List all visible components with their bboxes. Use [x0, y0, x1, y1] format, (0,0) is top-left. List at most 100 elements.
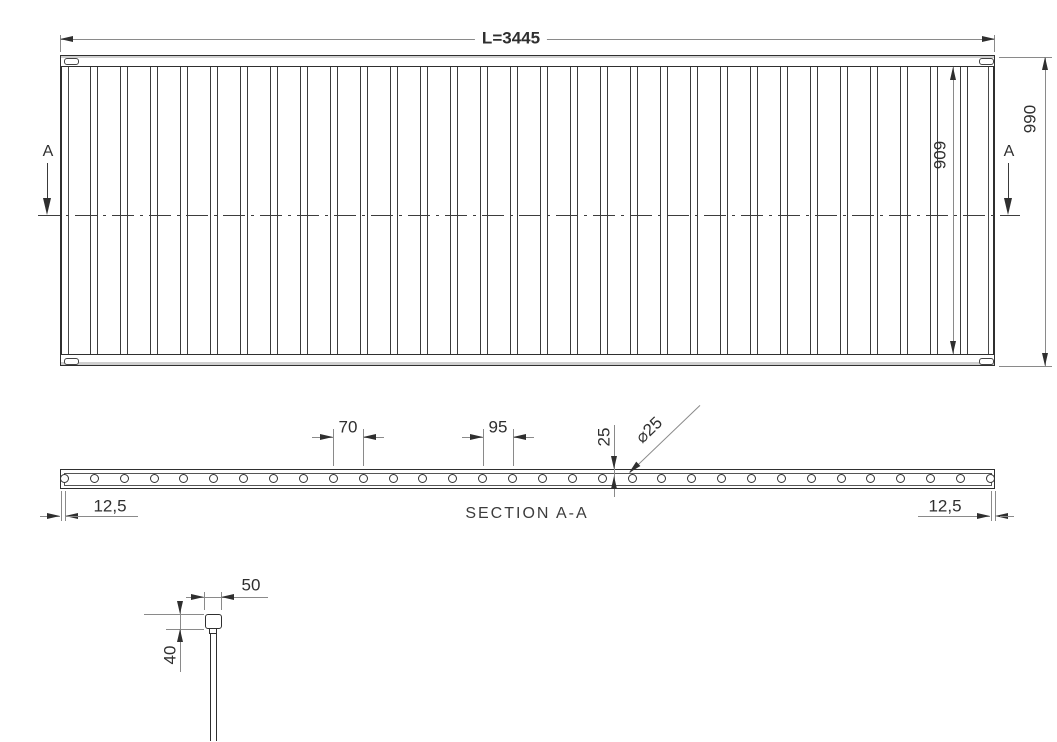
- roller-circle: [896, 474, 906, 483]
- rail-slot: [64, 58, 79, 65]
- section-marker-line: [1008, 163, 1009, 198]
- roller-line: [240, 67, 248, 354]
- roller-circle: [537, 474, 547, 483]
- roller-line: [780, 67, 788, 354]
- roller-circle: [627, 474, 637, 483]
- roller-line: [90, 67, 98, 354]
- roller-circle: [149, 474, 159, 483]
- roller-circle: [209, 474, 219, 483]
- roller-line: [810, 67, 818, 354]
- rail-slot: [979, 358, 994, 365]
- roller-circle: [179, 474, 189, 483]
- dim-cap-width-label: 50: [241, 575, 261, 595]
- roller-circle: [328, 474, 338, 483]
- dim-arrow-icon: [982, 36, 995, 42]
- section-rollers: [60, 469, 995, 489]
- dim-arrow-icon: [1042, 353, 1048, 366]
- roller-line: [870, 67, 878, 354]
- dim-overall-length-label: L=3445: [474, 29, 548, 47]
- roller-circle: [89, 474, 99, 483]
- roller-line: [450, 67, 458, 354]
- section-marker-label: A: [42, 143, 54, 160]
- dim-arrow-icon: [512, 434, 526, 440]
- dim-pitch-70-label: 70: [338, 417, 358, 437]
- roller-circle: [866, 474, 876, 483]
- roller-circle: [985, 474, 995, 483]
- roller-circle: [60, 474, 69, 483]
- roller-line: [420, 67, 428, 354]
- center-line: [38, 215, 1020, 216]
- roller-circle: [418, 474, 428, 483]
- roller-line: [390, 67, 398, 354]
- rail-slot: [979, 58, 994, 65]
- roller-line: [900, 67, 908, 354]
- dim-arrow-icon: [611, 476, 617, 489]
- roller-circle: [478, 474, 488, 483]
- dim-arrow-icon: [950, 341, 956, 354]
- roller-end-cap: [204, 613, 222, 629]
- dim-bar-height-label: 25: [594, 427, 614, 447]
- roller-axle-rod: [209, 633, 217, 741]
- roller-line: [930, 67, 938, 354]
- roller-line: [630, 67, 638, 354]
- section-caption: SECTION A-A: [465, 505, 589, 522]
- roller-circle: [776, 474, 786, 483]
- dim-arrow-icon: [977, 513, 990, 519]
- dim-arrow-icon: [177, 629, 183, 642]
- roller-circle: [388, 474, 398, 483]
- roller-line: [360, 67, 368, 354]
- roller-circle: [448, 474, 458, 483]
- roller-line: [180, 67, 188, 354]
- section-marker-label: A: [1003, 143, 1015, 160]
- roller-line: [690, 67, 698, 354]
- dim-arrow-icon: [221, 594, 234, 600]
- roller-line: [720, 67, 728, 354]
- frame-end-line-right: [987, 67, 989, 354]
- roller-circle: [717, 474, 727, 483]
- frame-end-line-left: [67, 67, 69, 354]
- section-arrow-down-icon: [43, 198, 51, 215]
- roller-end-tab: [209, 628, 217, 634]
- dim-arrow-icon: [320, 434, 333, 440]
- roller-line: [480, 67, 488, 354]
- roller-line: [150, 67, 158, 354]
- roller-circle: [747, 474, 756, 483]
- dim-arrow-icon: [47, 513, 60, 519]
- dim-arrow-icon: [191, 594, 204, 600]
- roller-line: [330, 67, 338, 354]
- side-rail-bottom: [60, 354, 995, 366]
- dim-arrow-icon: [611, 456, 617, 469]
- section-arrow-down-icon: [1004, 198, 1012, 215]
- roller-line: [210, 67, 218, 354]
- roller-circle: [926, 474, 936, 483]
- roller-circle: [956, 474, 966, 483]
- roller-line: [510, 67, 518, 354]
- dim-end-offset-label: 12,5: [93, 496, 127, 516]
- roller-line: [600, 67, 608, 354]
- roller-circle: [657, 474, 667, 483]
- dim-arrow-icon: [60, 36, 73, 42]
- roller-line: [120, 67, 128, 354]
- roller-circle: [358, 474, 368, 483]
- roller-circle: [298, 474, 308, 483]
- plan-rollers: [62, 67, 993, 354]
- dim-cap-height-label: 40: [160, 645, 180, 665]
- roller-circle: [687, 474, 697, 483]
- dim-end-offset-label: 12,5: [928, 496, 962, 516]
- roller-circle: [597, 474, 607, 483]
- dim-arrow-icon: [470, 434, 483, 440]
- roller-line: [960, 67, 968, 354]
- dim-arrow-icon: [1042, 57, 1048, 70]
- rail-slot: [64, 358, 79, 365]
- dim-overall-width-label: 990: [1020, 104, 1040, 134]
- roller-line: [750, 67, 758, 354]
- roller-circle: [269, 474, 279, 483]
- roller-circle: [239, 474, 249, 483]
- dim-arrow-icon: [950, 67, 956, 80]
- roller-line: [660, 67, 668, 354]
- dim-arrow-icon: [363, 434, 376, 440]
- roller-line: [570, 67, 578, 354]
- dim-arrow-icon: [177, 601, 183, 614]
- dim-pitch-95-label: 95: [488, 417, 508, 437]
- dim-roller-face-label: 909: [930, 140, 950, 170]
